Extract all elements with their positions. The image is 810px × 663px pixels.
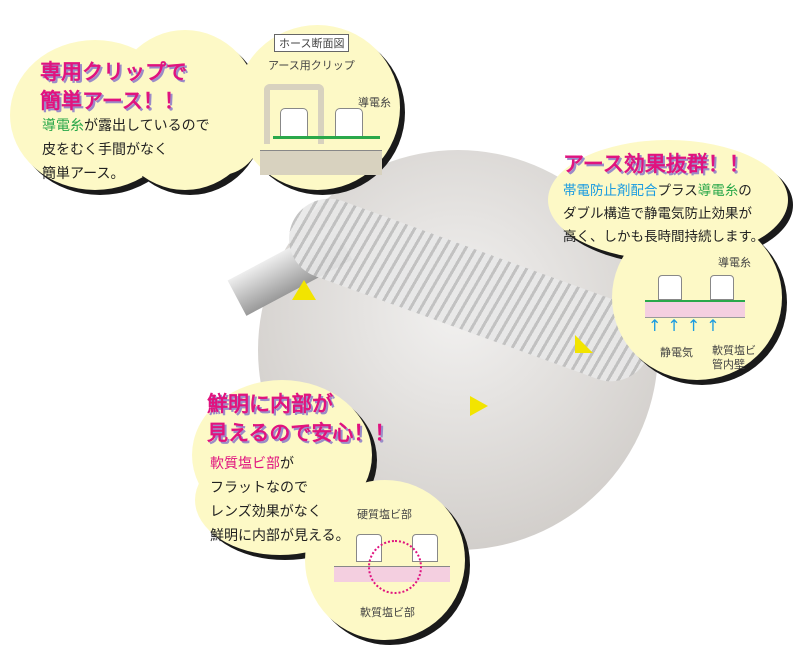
clip-title-1: 専用クリップで — [40, 60, 187, 84]
soft-pvc-label: 軟質塩ビ部 — [360, 606, 415, 619]
static-arrows: ↑↑↑↑ — [648, 316, 726, 335]
clip-body-1: が露出しているので — [84, 118, 210, 134]
static-label: 静電気 — [660, 346, 693, 359]
arrow-icon — [292, 280, 316, 300]
clip-body-3: 簡単アース。 — [42, 166, 125, 182]
wall-label-2: 管内壁 — [712, 358, 745, 371]
earth-body-3: 高く、しかも長時間持続します。 — [563, 229, 765, 245]
wall-label-1: 軟質塩ビ — [712, 344, 756, 357]
cross-section-label: ホース断面図 — [274, 34, 350, 52]
clear-hl: 軟質塩ビ部 — [210, 456, 280, 472]
focus-circle — [368, 540, 422, 594]
earth-wire-label: 導電糸 — [718, 256, 751, 269]
wire-label: 導電糸 — [358, 96, 391, 109]
arrow-icon — [575, 335, 593, 353]
earth-title: アース効果抜群！！ — [563, 152, 750, 176]
clip-body-highlight: 導電糸 — [42, 118, 84, 134]
hard-pvc-label: 硬質塩ビ部 — [357, 508, 412, 521]
clip-shape — [264, 84, 324, 144]
clear-body-4: 鮮明に内部が見える。 — [210, 528, 350, 544]
earth-mid: プラス — [657, 183, 698, 199]
clip-title-2: 簡単アース！！ — [40, 89, 185, 113]
clear-title-2: 見えるので安心！！ — [207, 421, 396, 445]
earth-clip-label: アース用クリップ — [268, 59, 355, 72]
arrow-icon — [470, 396, 488, 416]
clear-body-3: レンズ効果がなく — [210, 504, 322, 520]
earth-body-2: ダブル構造で静電気防止効果が — [563, 206, 752, 222]
clear-body-2: フラットなので — [210, 480, 308, 496]
earth-end: の — [738, 183, 752, 199]
clear-title-1: 鮮明に内部が — [207, 392, 333, 416]
earth-hl2: 導電糸 — [697, 183, 739, 199]
clear-hl-suffix: が — [280, 456, 294, 472]
earth-hl1: 帯電防止剤配合 — [563, 183, 658, 199]
clip-body-2: 皮をむく手間がなく — [42, 142, 168, 158]
